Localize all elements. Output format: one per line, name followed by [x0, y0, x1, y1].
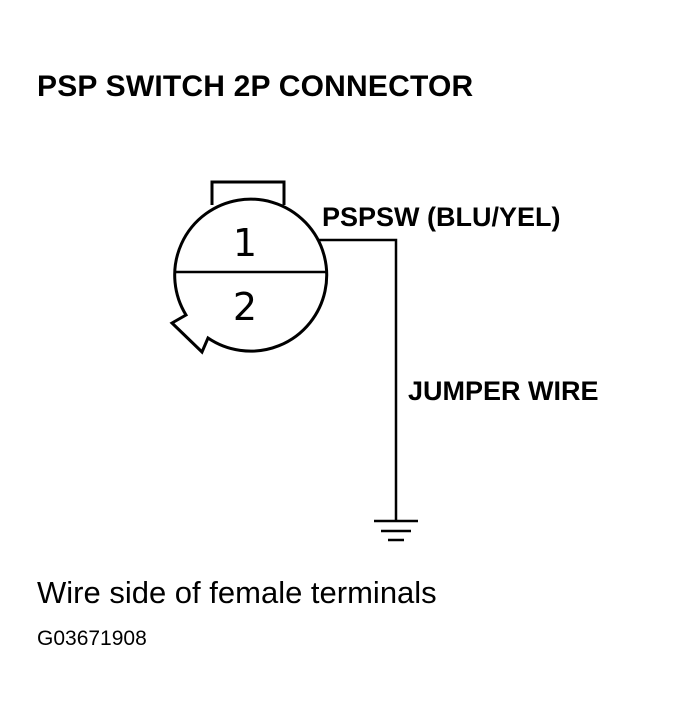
connector-2p: 1 2	[169, 180, 329, 355]
diagram-title: PSP SWITCH 2P CONNECTOR	[37, 70, 474, 103]
connector-outline	[169, 197, 329, 355]
ground-icon	[374, 519, 418, 542]
pin-1-label: 1	[233, 221, 257, 265]
wire-color-label: PSPSW (BLU/YEL)	[322, 202, 561, 232]
figure-code: G03671908	[37, 627, 147, 650]
jumper-wire	[318, 238, 398, 520]
pin-2-label: 2	[233, 285, 257, 329]
jumper-wire-label: JUMPER WIRE	[408, 376, 599, 406]
diagram-caption: Wire side of female terminals	[37, 575, 437, 610]
connector-latch	[210, 180, 286, 205]
